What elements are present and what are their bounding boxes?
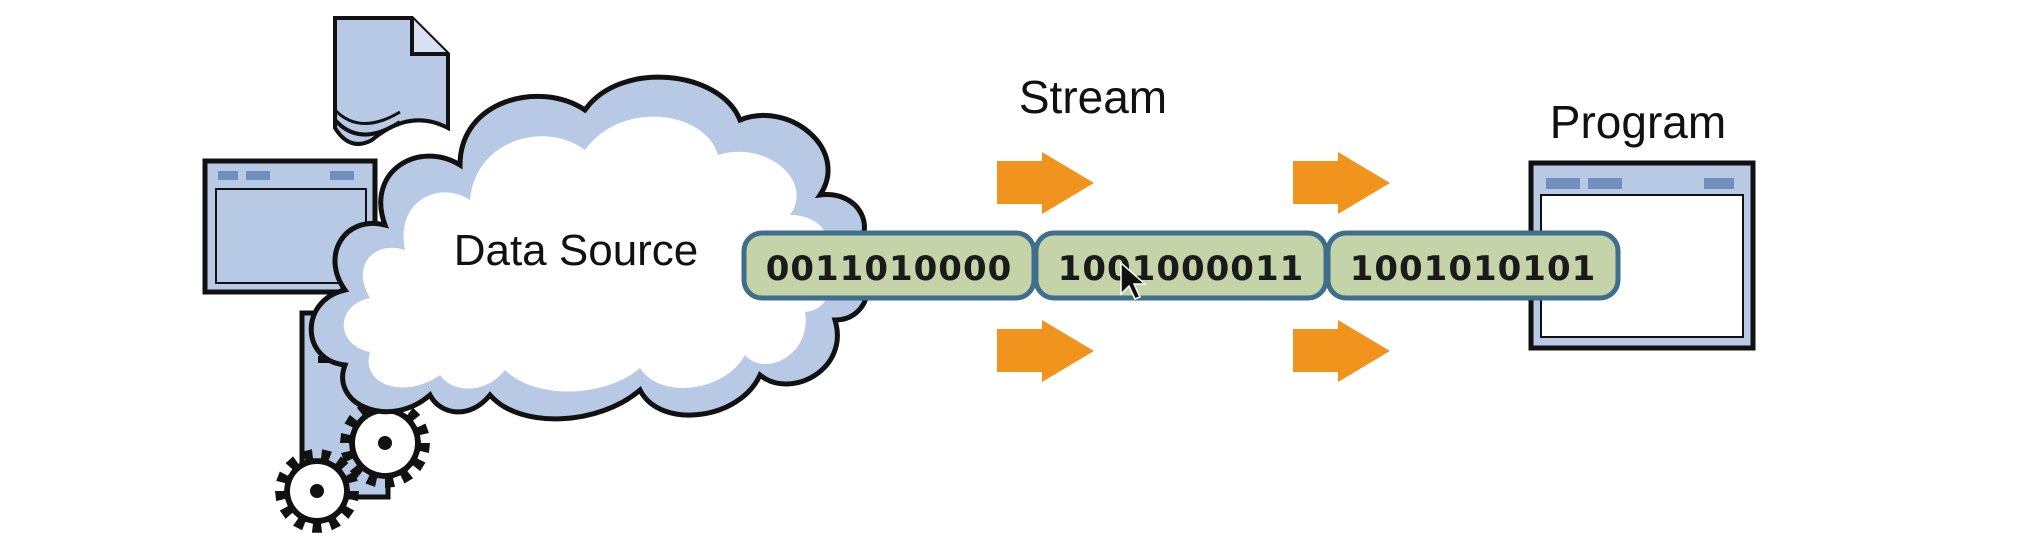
cloud-icon: Data Source [308,74,871,422]
mouse-cursor-icon [1120,261,1147,300]
packet-box [1325,230,1621,301]
packet-stream: 0011010000 1001000011 1001010101 [741,230,1621,301]
arrow-right-icon [1293,320,1390,382]
packet: 1001010101 [1325,230,1621,301]
data-source-label: Data Source [454,226,699,275]
packet-bits: 1001010101 [1350,249,1597,289]
arrow-right-icon [997,320,1094,382]
packet: 0011010000 [741,230,1037,301]
window-icon [202,158,378,295]
gear-group [275,398,430,533]
packet-bits: 1001000011 [1058,249,1305,289]
arrow-right-icon [997,152,1094,214]
packet-bits: 0011010000 [766,249,1013,289]
packet: 1001000011 [1033,230,1329,301]
document-icon [333,16,450,146]
arrow-right-icon [1293,152,1390,214]
stream-label: Stream [1019,71,1167,123]
program-label: Program [1550,96,1726,148]
arrow-group [997,152,1390,382]
gear-icon [340,398,430,488]
gear-icon [275,449,359,533]
